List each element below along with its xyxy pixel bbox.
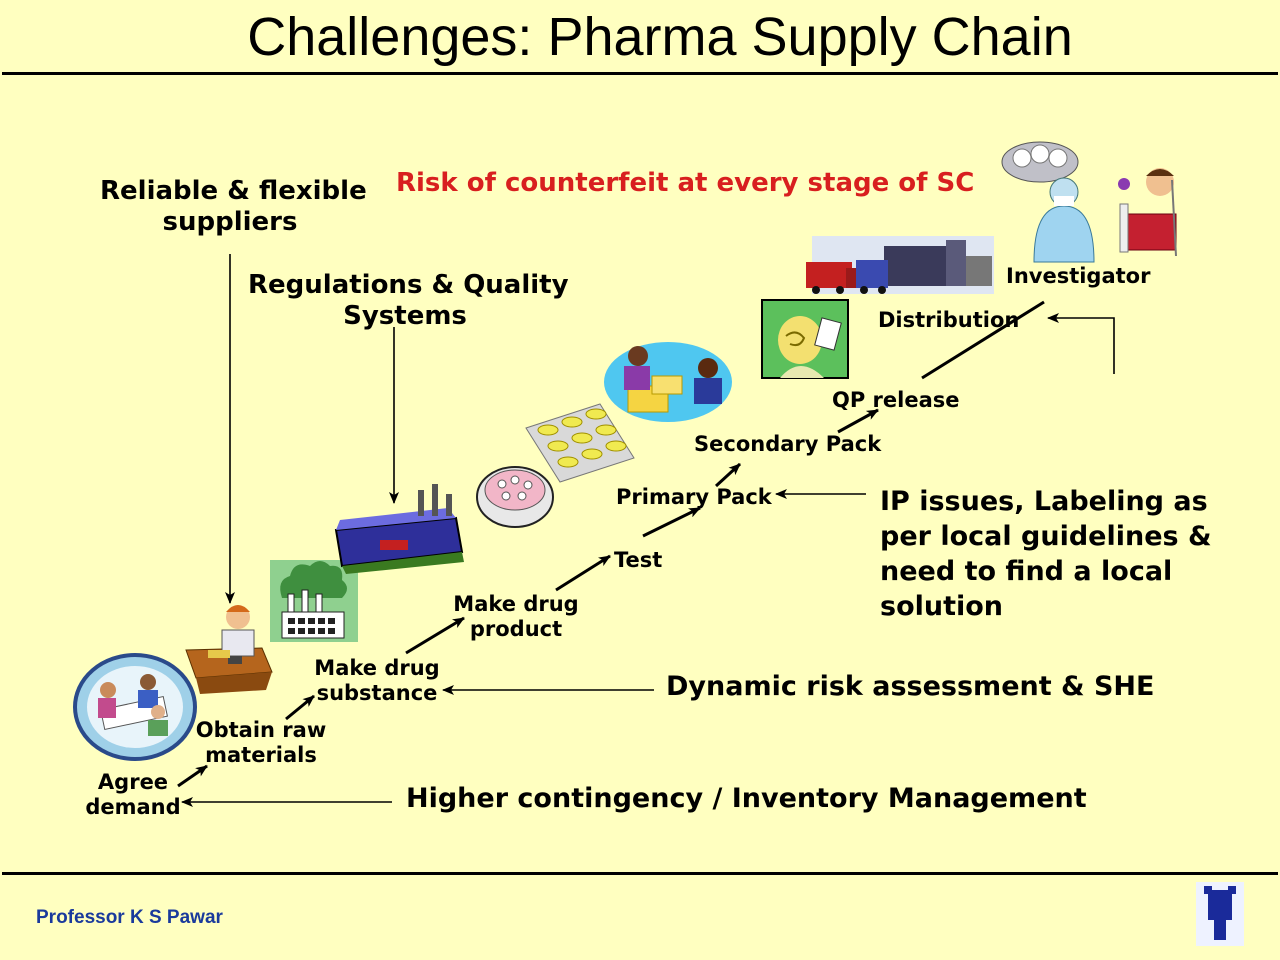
stage-agree-demand-line1: Agree [97,770,169,794]
stage-obtain-raw-line1: Obtain raw [195,718,327,742]
arrow-primary-to-secondary [714,462,742,488]
challenge-ip-line4: solution [880,591,1004,623]
stage-make-substance: Make drug substance [312,656,442,706]
challenge-arrows [181,254,1115,807]
stage-agree-demand-line2: demand [85,795,181,820]
stage-arrows [177,300,1045,788]
stage-test: Test [614,548,663,572]
factory-chimneys-icon [334,484,464,574]
challenge-regulations-line2: Systems [343,301,467,332]
stage-make-product: Make drug product [452,592,580,642]
stage-secondary-pack: Secondary Pack [694,432,882,456]
risk-banner: Risk of counterfeit at every stage of SC [396,168,975,198]
challenge-ip-line3: need to find a local [880,556,1173,588]
challenge-contingency: Higher contingency / Inventory Managemen… [406,783,1087,814]
challenge-suppliers: Reliable & flexible suppliers [100,176,367,238]
surgeon-icon [1001,141,1095,263]
qp-person-icon [761,299,849,379]
stage-primary-pack: Primary Pack [616,485,772,509]
factory-icon [270,560,358,642]
page-title: Challenges: Pharma Supply Chain [247,7,1073,67]
arrow-demand-to-raw [177,764,208,788]
stage-investigator: Investigator [1006,264,1151,288]
challenge-ip-line1: IP issues, Labeling as [880,486,1208,517]
stage-agree-demand: Agree demand [84,770,182,820]
stage-make-substance-line2: substance [316,681,438,706]
footer-author: Professor K S Pawar [36,907,223,928]
arrow-product-to-test [555,554,611,592]
arrow-secondary-to-qp [837,408,879,434]
stage-make-product-line2: product [469,617,563,642]
stage-make-substance-line1: Make drug [314,656,440,680]
stage-distribution: Distribution [878,308,1020,332]
challenge-ip-line2: per local guidelines & [880,521,1212,553]
handshake-icon [604,342,732,422]
stage-obtain-raw-line2: materials [205,743,317,768]
distribution-trucks-icon [806,236,994,294]
team-meeting-icon [73,653,197,761]
challenge-suppliers-line1: Reliable & flexible [100,176,367,206]
challenge-ip-issues: IP issues, Labeling as per local guideli… [880,484,1212,624]
patient-icon [1118,168,1177,257]
challenge-regulations-line1: Regulations & Quality [248,270,569,300]
arrow-substance-to-product [405,616,465,655]
arrow-raw-to-substance [285,694,315,721]
arrow-qp-to-investigator [921,300,1045,380]
bottom-divider [2,872,1278,875]
challenge-regulations: Regulations & Quality Systems [248,270,569,332]
challenge-suppliers-line2: suppliers [162,207,298,238]
office-worker-icon [185,605,273,694]
arrow-feedback-investigator [1047,313,1115,374]
arrow-test-to-primary [642,506,701,538]
stage-qp-release: QP release [832,388,960,412]
stage-obtain-raw: Obtain raw materials [194,718,328,768]
pill-blister-icon [525,403,635,483]
lab-dish-icon [476,466,554,528]
stage-make-product-line1: Make drug [453,592,579,616]
university-crest-icon [1196,882,1244,946]
top-divider [2,72,1278,75]
challenge-risk-assessment: Dynamic risk assessment & SHE [666,671,1155,702]
